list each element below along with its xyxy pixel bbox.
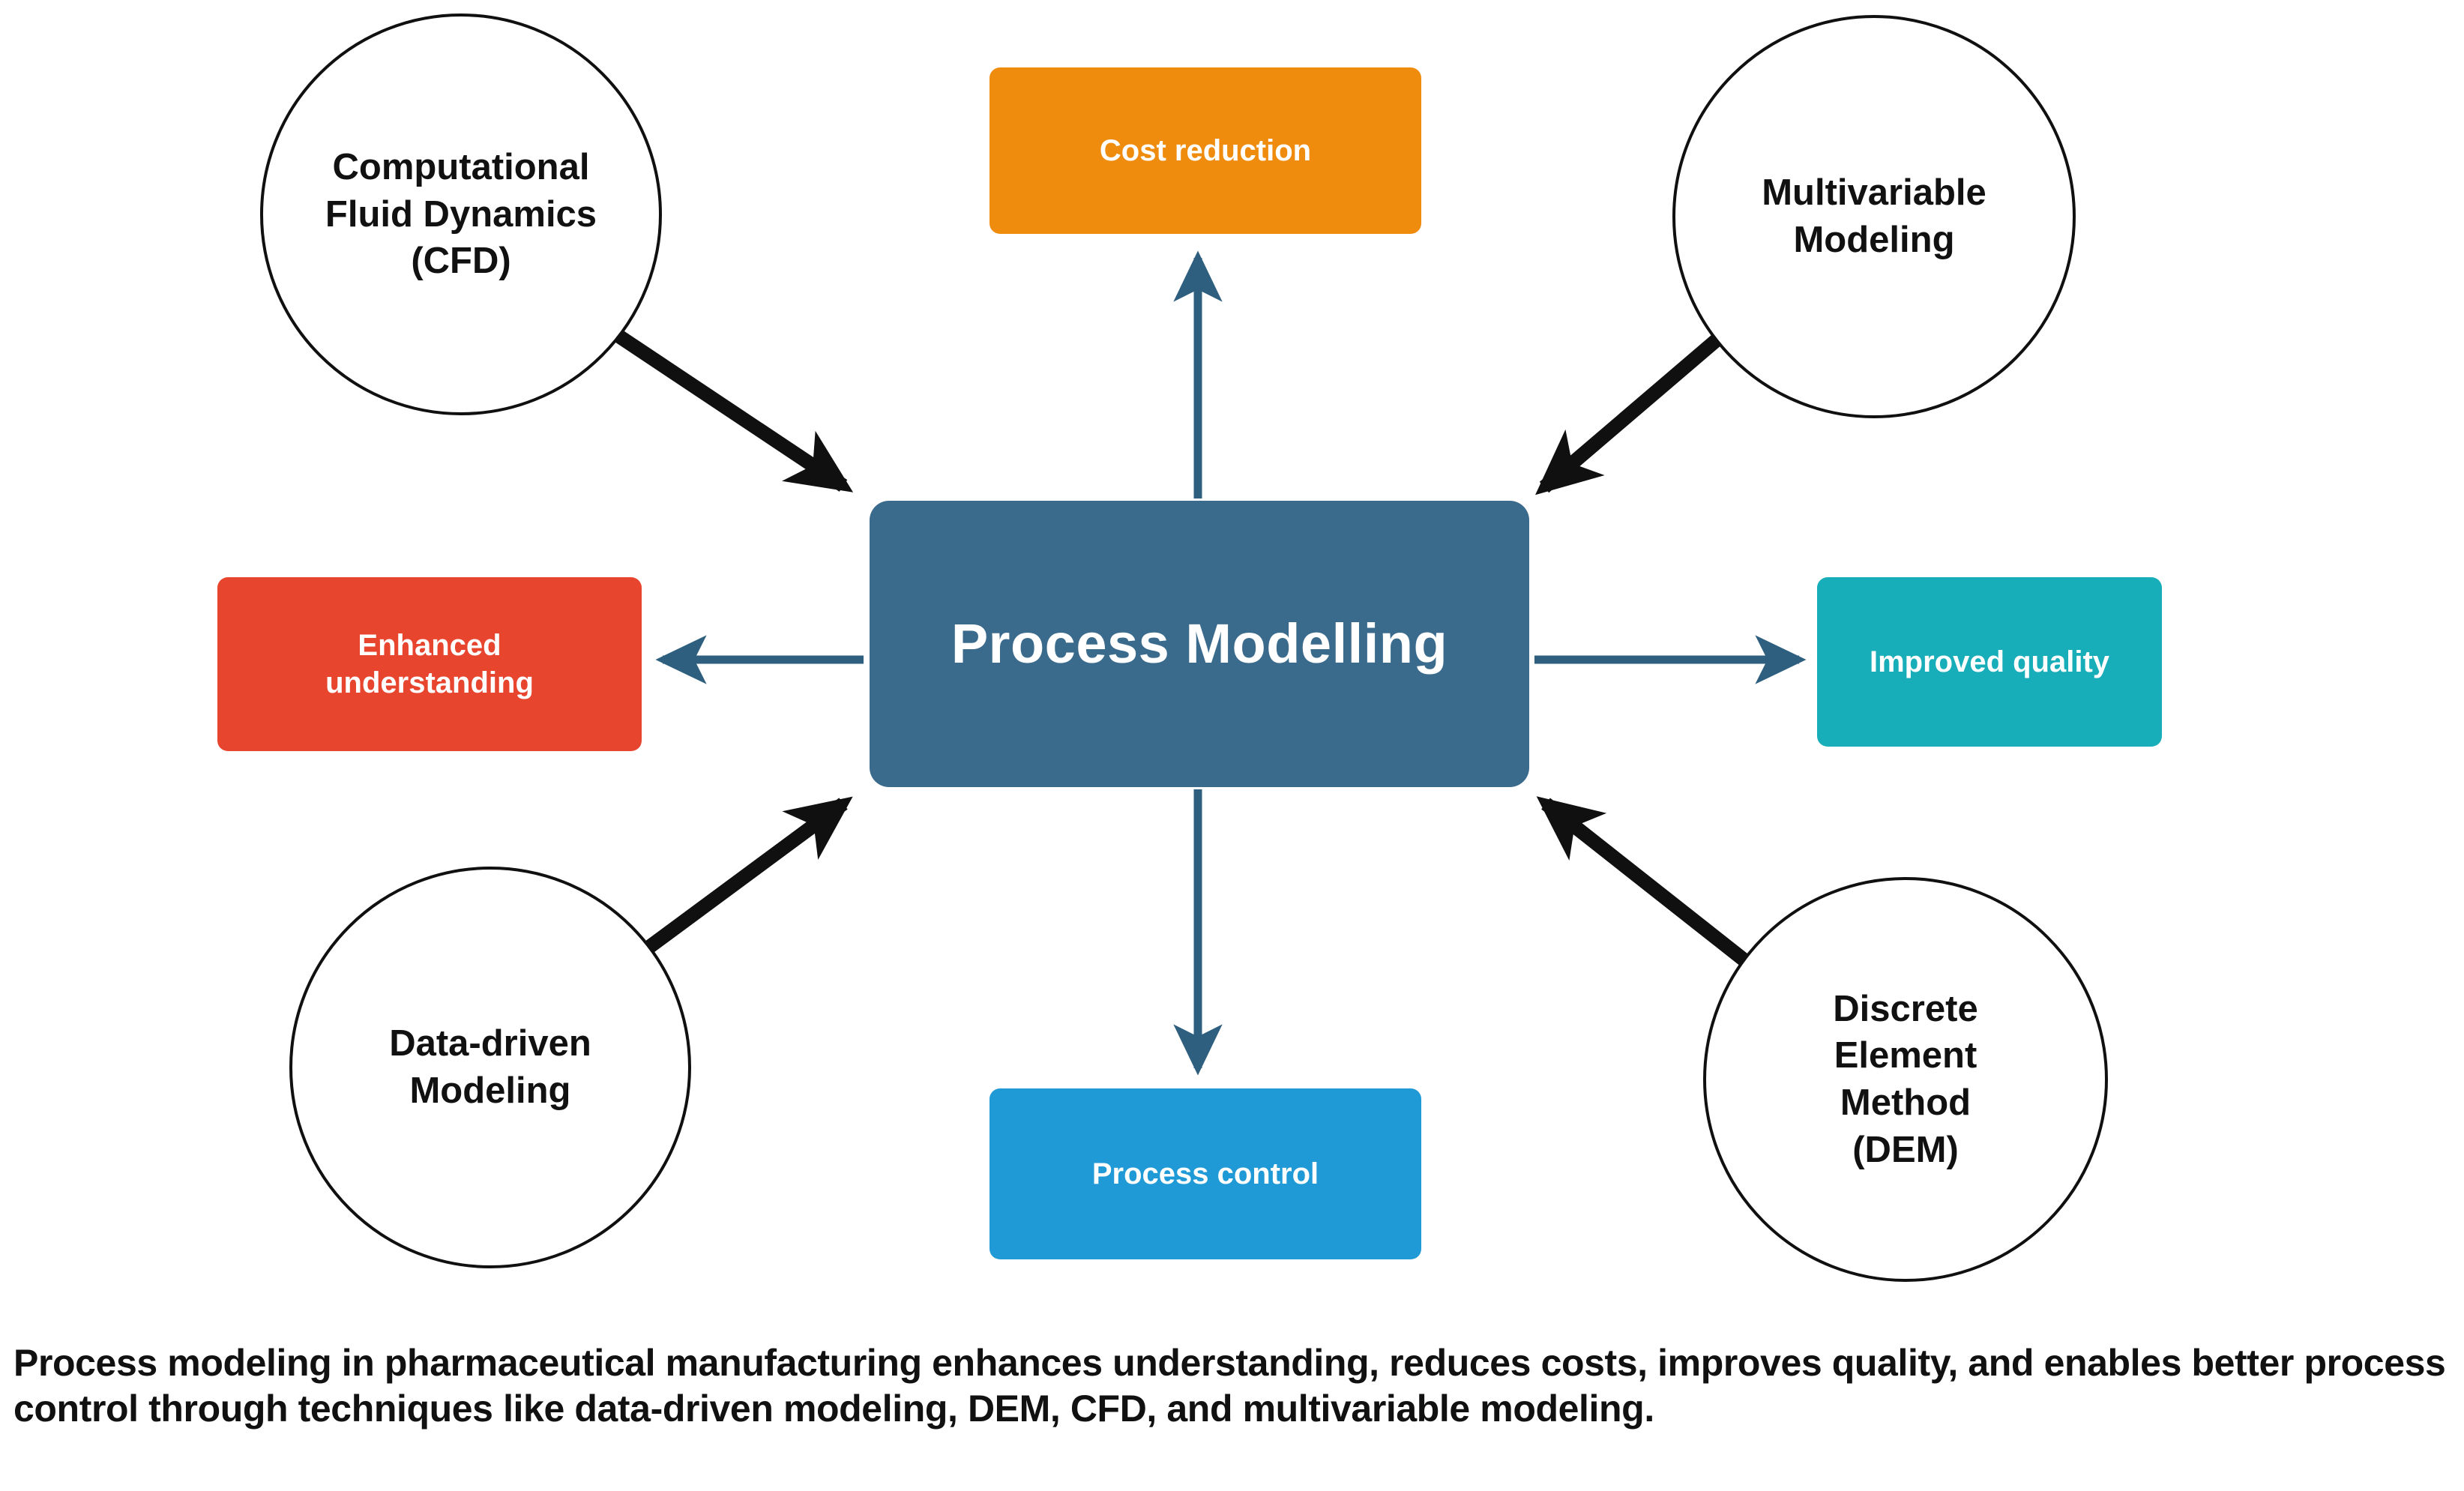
- outcome-label-cost-reduction: Cost reduction: [1099, 134, 1312, 167]
- technique-circle-dem[interactable]: Discrete Element Method (DEM): [1703, 877, 2108, 1282]
- outcome-label-enhanced-understanding: Enhanced understanding: [325, 629, 534, 699]
- technique-label-cfd: Computational Fluid Dynamics (CFD): [325, 146, 597, 282]
- center-node-process-modelling[interactable]: Process Modelling: [870, 501, 1529, 787]
- arrow-dem-to-center: [1536, 796, 1756, 972]
- outcome-box-improved-quality[interactable]: Improved quality: [1817, 577, 2162, 747]
- arrow-cfd-to-center: [587, 312, 854, 493]
- outcome-box-enhanced-understanding[interactable]: Enhanced understanding: [217, 577, 642, 751]
- technique-circle-multivariable-modeling[interactable]: Multivariable Modeling: [1672, 15, 2076, 418]
- outcome-label-process-control: Process control: [1091, 1157, 1319, 1190]
- arrow-mvm-to-center: [1535, 314, 1745, 496]
- technique-label-dem: Discrete Element Method (DEM): [1833, 988, 1978, 1170]
- technique-circle-data-driven-modeling[interactable]: Data-driven Modeling: [289, 867, 691, 1268]
- figure-caption: Process modeling in pharmaceutical manuf…: [13, 1342, 2446, 1430]
- arrow-ddm-to-center: [618, 796, 853, 973]
- outcome-box-cost-reduction[interactable]: Cost reduction: [989, 67, 1421, 234]
- technique-circle-cfd[interactable]: Computational Fluid Dynamics (CFD): [260, 13, 662, 415]
- center-node-label: Process Modelling: [951, 612, 1448, 675]
- outcome-box-process-control[interactable]: Process control: [989, 1088, 1421, 1259]
- technique-label-multivariable-modeling: Multivariable Modeling: [1762, 172, 1986, 260]
- technique-label-data-driven-modeling: Data-driven Modeling: [389, 1023, 591, 1111]
- outcome-label-improved-quality: Improved quality: [1869, 645, 2110, 678]
